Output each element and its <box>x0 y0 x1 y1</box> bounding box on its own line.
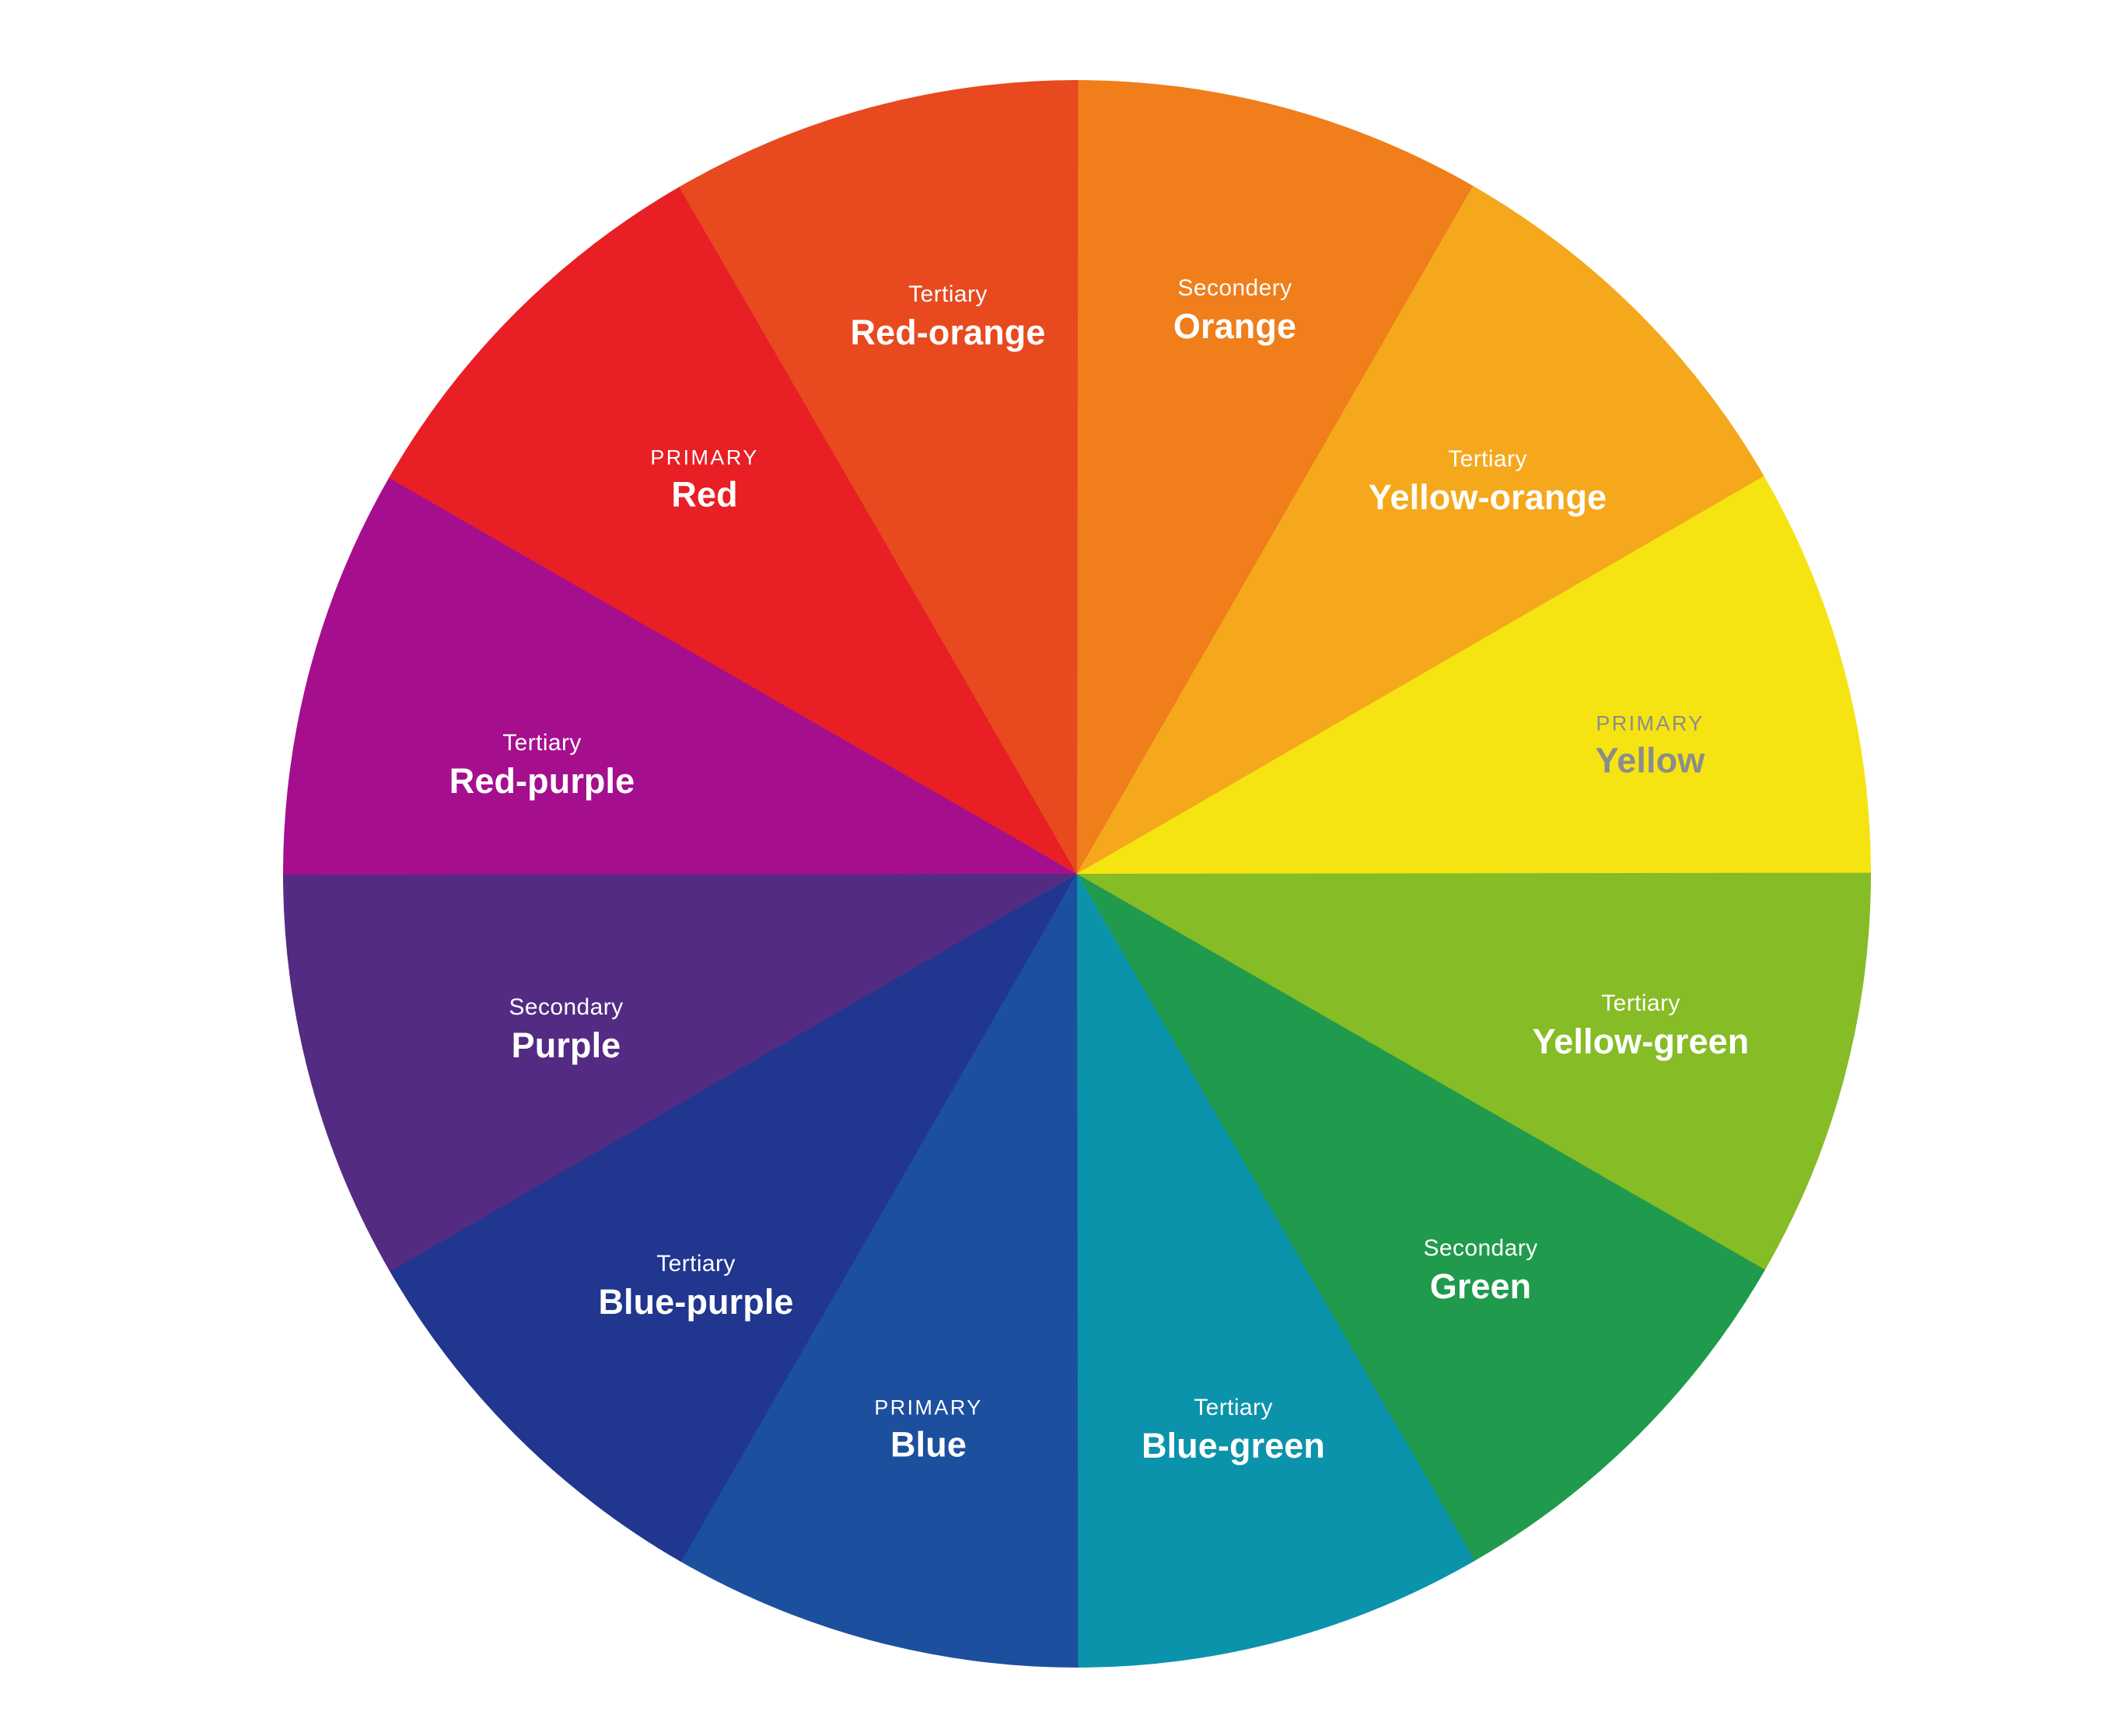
wheel-segment-yellow[interactable] <box>1077 476 1872 875</box>
wheel-segment-yellow-orange[interactable] <box>1077 186 1765 874</box>
wheel-segment-blue-purple[interactable] <box>389 874 1078 1562</box>
wheel-segment-green[interactable] <box>1077 874 1765 1562</box>
wheel-slice-group <box>282 79 1872 1668</box>
wheel-segment-yellow-green[interactable] <box>1077 872 1872 1272</box>
wheel-segment-blue[interactable] <box>679 874 1079 1668</box>
wheel-segment-red-orange[interactable] <box>679 79 1079 874</box>
wheel-segment-purple[interactable] <box>282 872 1077 1272</box>
wheel-segment-red-purple[interactable] <box>282 476 1077 875</box>
wheel-segment-blue-green[interactable] <box>1075 874 1475 1668</box>
wheel-segment-red[interactable] <box>389 186 1078 874</box>
wheel-segment-orange[interactable] <box>1075 79 1475 874</box>
